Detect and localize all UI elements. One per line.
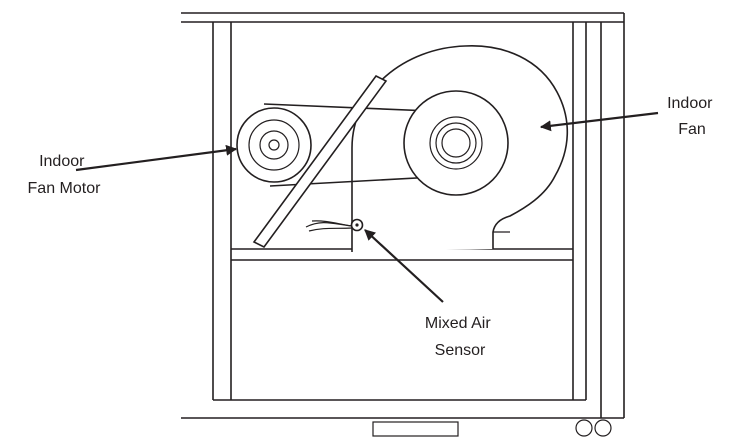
mixed-air-sensor-label: Mixed Air Sensor — [425, 315, 495, 359]
mixed-air-sensor-arrow — [364, 229, 444, 303]
indoor-fan-arrow — [539, 111, 659, 132]
fan-pulley — [403, 90, 509, 196]
indoor-fan-motor-label: Indoor Fan Motor — [28, 153, 102, 197]
indoor-fan-label: Indoor Fan — [667, 95, 717, 138]
cabinet-frame — [181, 12, 625, 419]
motor-pulley — [236, 107, 312, 183]
bottom-details — [372, 419, 612, 437]
fan-motor-arrow — [75, 144, 238, 172]
mixed-air-sensor — [305, 218, 364, 232]
partition-panel — [252, 74, 388, 249]
